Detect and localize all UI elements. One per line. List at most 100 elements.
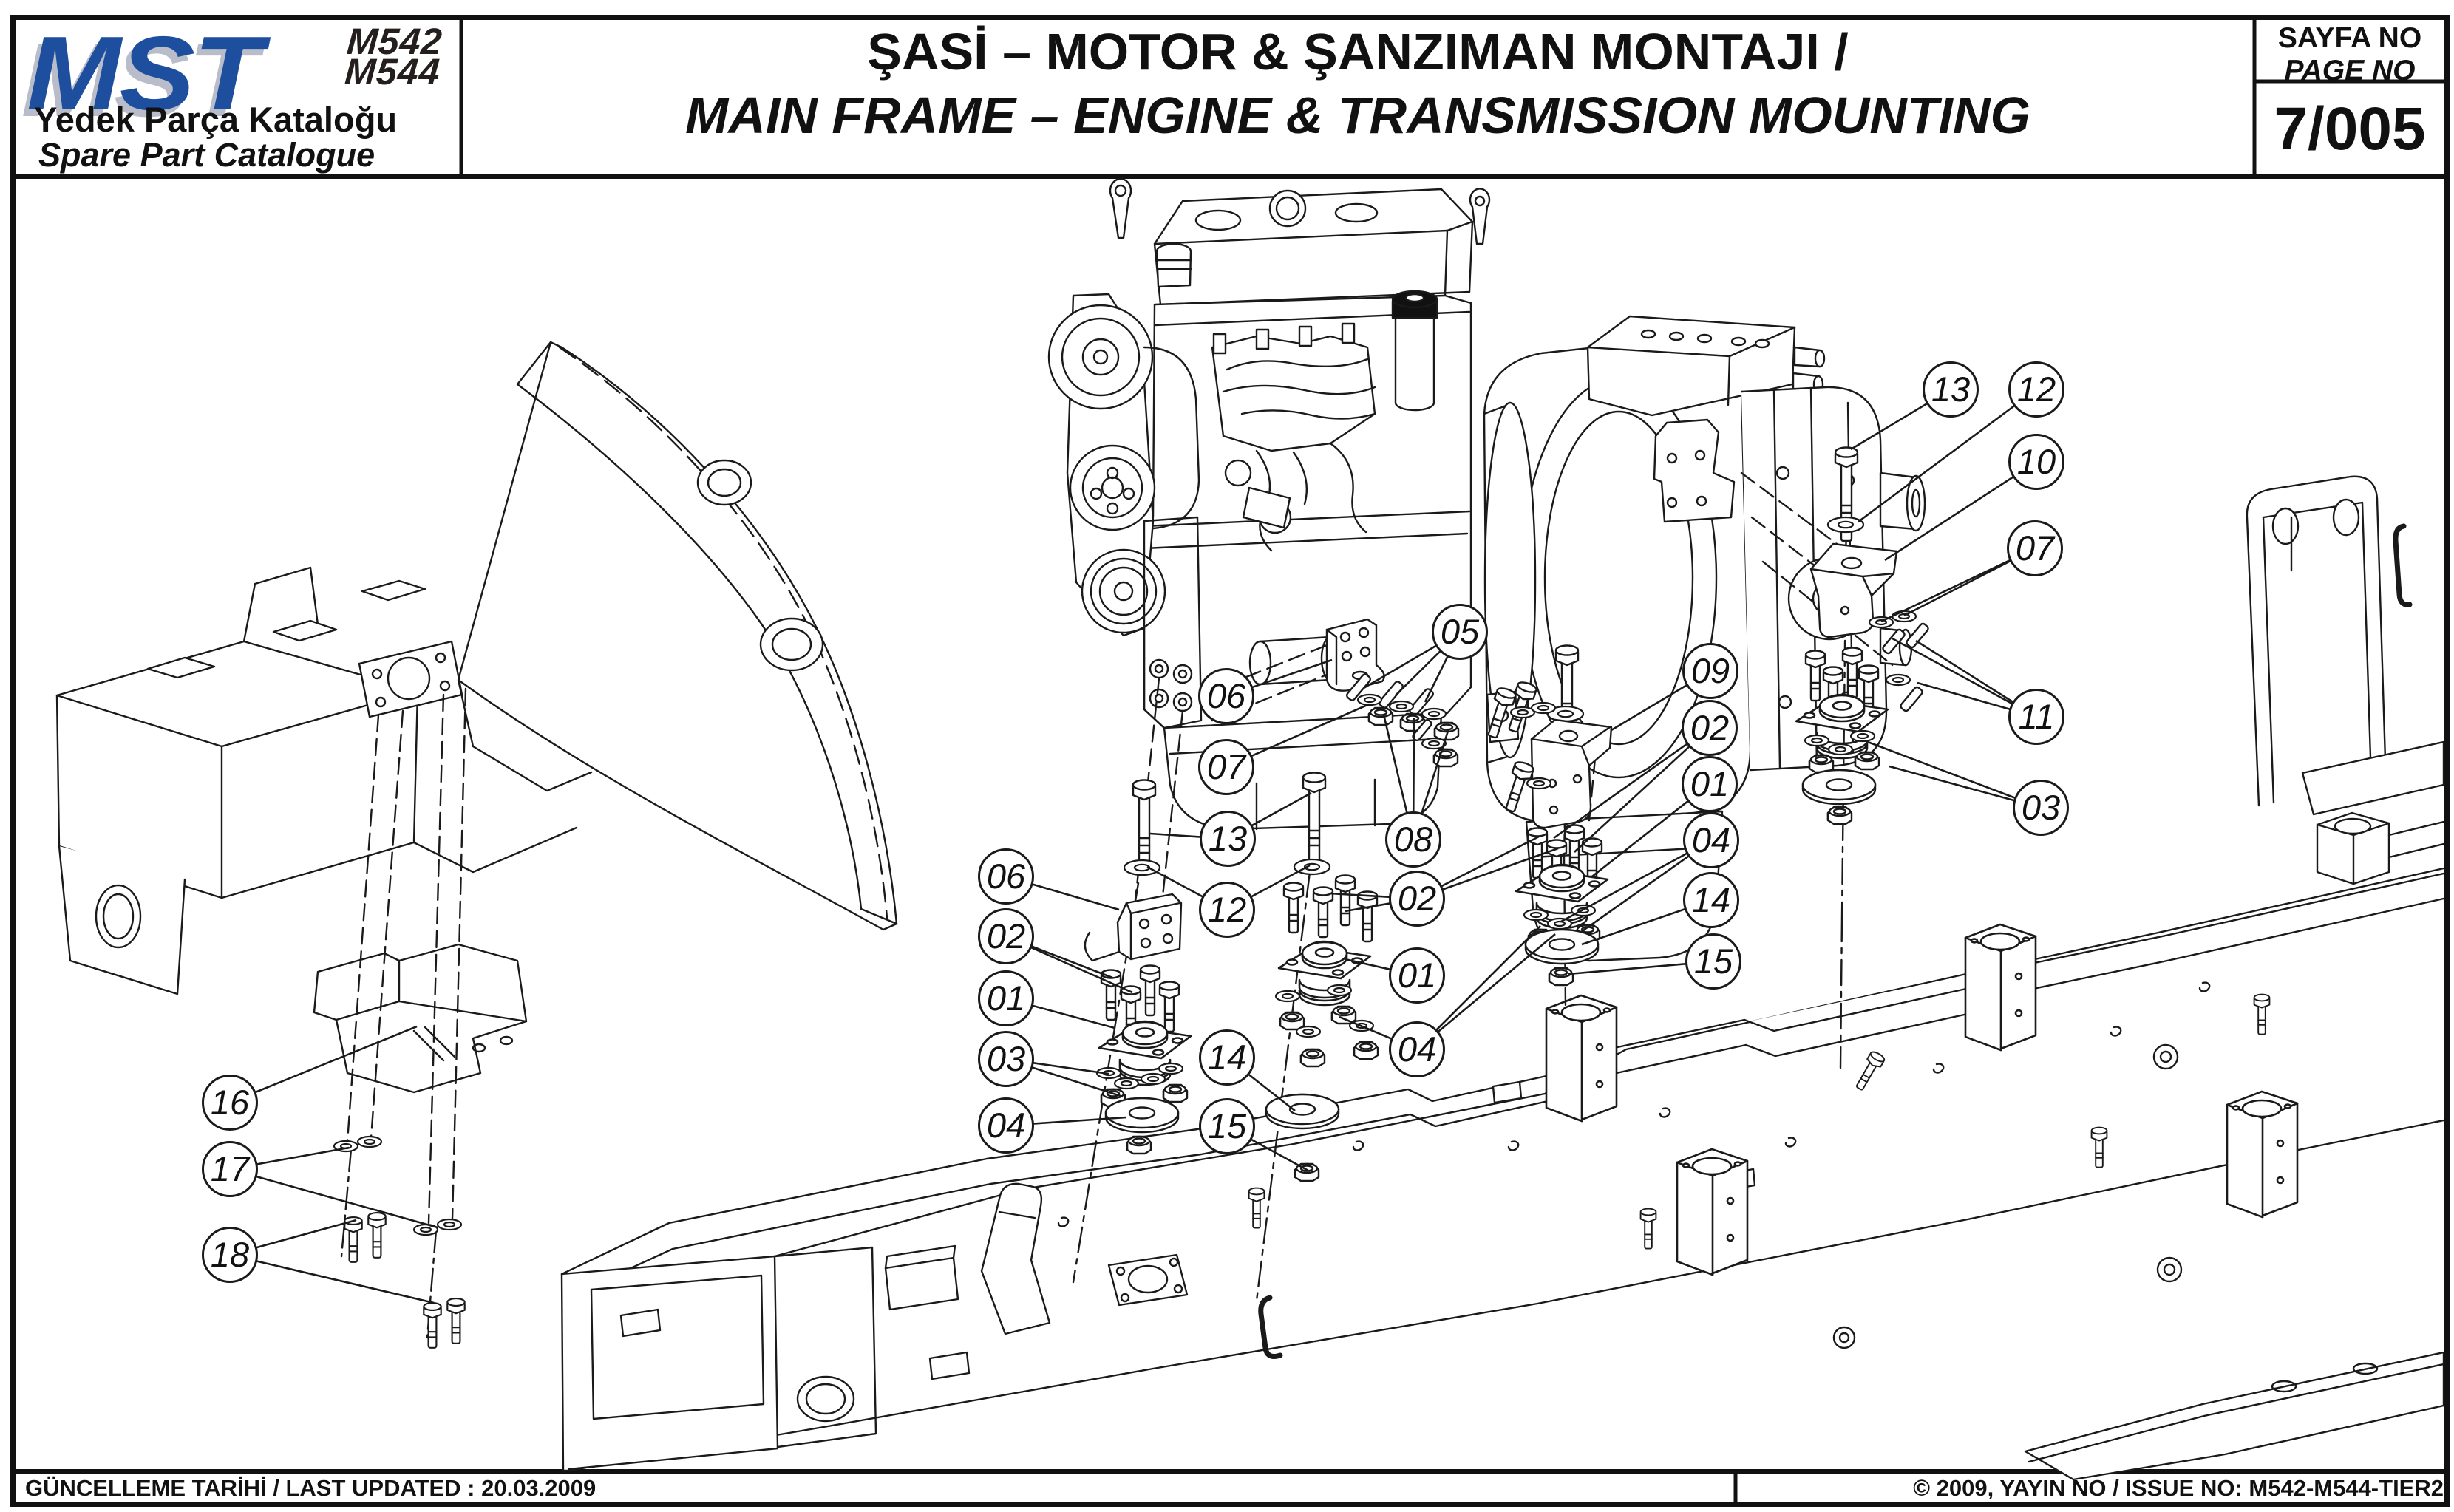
balloon-02: 02: [1329, 835, 1559, 927]
balloon-15: 15: [1199, 1098, 1309, 1172]
balloon-leader: [1251, 658, 1333, 689]
balloon-leader: [1382, 714, 1408, 814]
balloon-08: 08: [1382, 714, 1450, 868]
footer-last-updated: GÜNCELLEME TARİHİ / LAST UPDATED : 20.03…: [25, 1475, 596, 1501]
balloon-leader: [1345, 902, 1391, 913]
balloon-leader: [1146, 865, 1204, 898]
balloon-number: 13: [1209, 819, 1247, 858]
balloon-leader: [1574, 745, 1690, 853]
front-frame-section: [55, 341, 898, 1349]
balloon-01: 01: [1591, 756, 1738, 878]
balloon-circle: [202, 1075, 258, 1131]
balloon-leader: [1149, 832, 1201, 838]
balloon-number: 13: [1931, 370, 1970, 409]
balloon-16: 16: [202, 1025, 418, 1131]
balloon-leader: [1030, 945, 1113, 979]
balloon-leader: [1363, 644, 1438, 689]
balloon-number: 10: [2017, 442, 2056, 481]
balloon-leader: [1867, 740, 2016, 800]
balloon-leader: [1032, 1061, 1109, 1075]
balloon-circle: [1432, 604, 1488, 660]
balloon-13: 13: [1850, 361, 1979, 451]
balloon-number: 14: [1692, 880, 1730, 919]
balloon-09: 09: [1611, 643, 1738, 732]
balloon-06: 06: [1198, 658, 1333, 724]
balloon-leader: [255, 1175, 438, 1229]
balloon-leader: [1915, 639, 2014, 704]
page-title-english: MAIN FRAME – ENGINE & TRANSMISSION MOUNT…: [684, 86, 2031, 144]
balloon-leader: [1031, 883, 1120, 911]
mount-column-right: [1482, 644, 1613, 1007]
balloon-18: 18: [202, 1219, 435, 1304]
balloon-number: 07: [1207, 747, 1247, 786]
balloon-leader: [1858, 404, 2016, 523]
balloon-circle: [2008, 434, 2064, 490]
balloon-12: 12: [1858, 361, 2064, 523]
balloon-15: 15: [1568, 933, 1741, 990]
page-title-turkish: ŞASİ – MOTOR & ŞANZIMAN MONTAJI /: [867, 23, 1849, 81]
balloon-leader: [1581, 907, 1686, 946]
balloon-01: 01: [1345, 947, 1445, 1004]
balloon-leader: [1031, 1066, 1124, 1098]
balloon-leader: [1889, 765, 2016, 802]
balloon-number: 06: [1207, 676, 1246, 715]
balloon-circle: [202, 1227, 258, 1283]
balloon-circle: [2008, 689, 2064, 745]
balloon-circle: [1389, 1021, 1445, 1077]
page-no-label-en: PAGE NO: [2284, 55, 2416, 86]
page-no-label: SAYFA NO PAGE NO: [2254, 22, 2445, 87]
balloon-circle: [202, 1141, 258, 1197]
balloon-14: 14: [1199, 1029, 1296, 1112]
balloon-03: 03: [978, 1031, 1124, 1098]
balloon-circle: [1682, 643, 1738, 699]
balloon-leader: [256, 1260, 435, 1304]
balloon-leader: [1031, 1004, 1115, 1029]
balloon-number: 02: [987, 916, 1025, 956]
balloon-13: 13: [1149, 791, 1312, 867]
balloon-07: 07: [1198, 703, 1370, 795]
balloon-circle: [1389, 871, 1445, 927]
balloon-circle: [1389, 947, 1445, 1004]
balloon-leader: [256, 1146, 350, 1165]
balloon-number: 03: [987, 1039, 1025, 1078]
balloon-number: 04: [987, 1106, 1025, 1145]
balloon-10: 10: [1884, 434, 2064, 562]
engine: [1047, 177, 1491, 905]
balloon-leader: [1345, 958, 1391, 971]
balloon-leader: [1420, 728, 1450, 814]
balloon-number: 02: [1398, 879, 1436, 918]
balloon-number: 01: [987, 978, 1025, 1018]
balloon-leader: [1583, 854, 1690, 932]
balloon-02: 02: [1553, 700, 1738, 853]
balloon-14: 14: [1581, 872, 1739, 946]
balloon-number: 06: [987, 857, 1026, 896]
balloon-number: 04: [1692, 820, 1730, 859]
balloon-leader: [1395, 650, 1441, 696]
balloon-circle: [978, 848, 1034, 905]
balloon-number: 01: [1398, 956, 1436, 995]
balloon-leader: [1030, 946, 1133, 994]
balloon-circle: [1685, 933, 1741, 990]
balloon-circle: [978, 908, 1034, 964]
balloon-circle: [1682, 756, 1738, 812]
mount-column-middle: [1255, 772, 1379, 1302]
balloon-leader: [1412, 718, 1415, 813]
footer-issue-no: © 2009, YAYIN NO / ISSUE NO: M542-M544-T…: [1913, 1475, 2444, 1501]
balloon-03: 03: [1867, 740, 2069, 836]
brand-logo: MST: [27, 15, 262, 132]
balloon-leader: [1339, 1015, 1393, 1041]
main-frame-rail: [560, 475, 2445, 1481]
balloon-leader: [1033, 1116, 1127, 1125]
balloon-number: 09: [1691, 651, 1730, 690]
balloon-number: 11: [2019, 697, 2055, 736]
balloon-02: 02: [978, 908, 1133, 994]
balloon-leader: [1903, 559, 2012, 617]
catalogue-subtitle-tr: Yedek Parça Kataloğu: [34, 100, 398, 139]
balloon-circle: [1200, 811, 1256, 867]
balloon-01: 01: [978, 970, 1115, 1029]
balloon-circle: [978, 1031, 1034, 1087]
balloon-number: 08: [1394, 820, 1432, 859]
